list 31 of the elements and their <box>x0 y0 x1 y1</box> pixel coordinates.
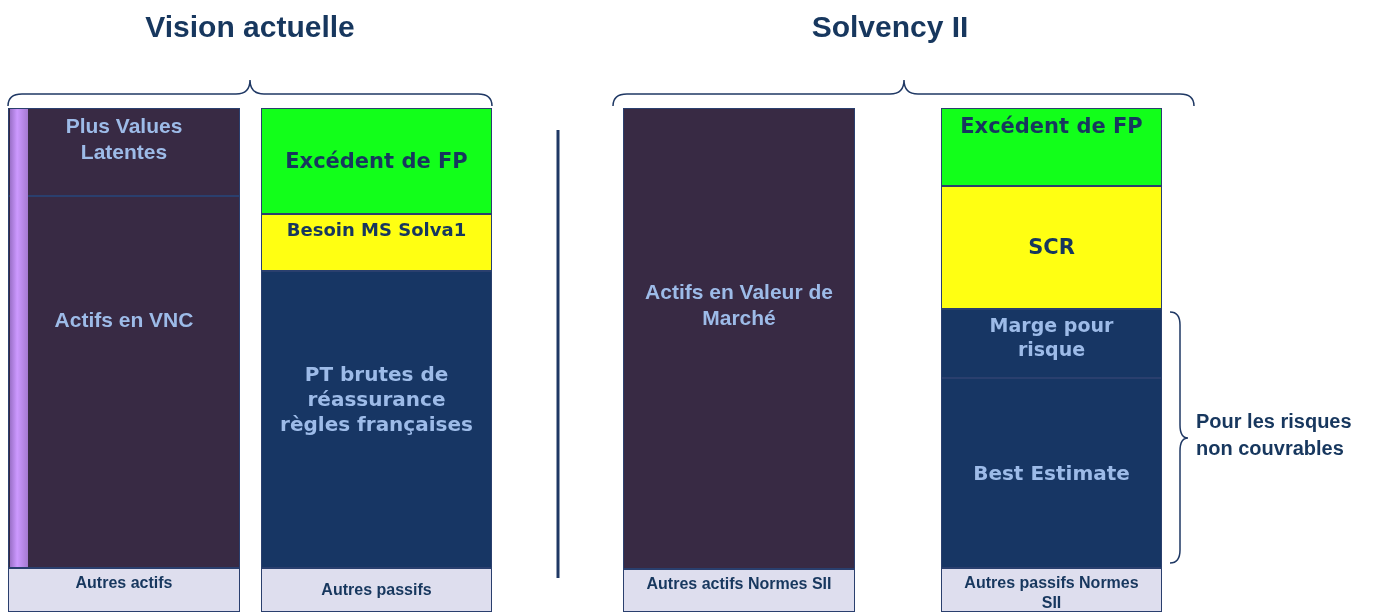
balance-segment <box>261 568 492 612</box>
segment-label: Besoin MS Solva1 <box>286 219 467 242</box>
segment-label: PT brutes de réassurance règles françaises <box>279 362 474 437</box>
segment-label: SCR <box>1028 234 1075 261</box>
balance-segment <box>623 569 855 612</box>
balance-segment <box>261 214 492 271</box>
segment-label: Actifs en Valeur de Marché <box>644 279 834 332</box>
balance-segment <box>941 568 1162 612</box>
section-heading: Solvency II <box>811 10 969 44</box>
segment-label: Plus Values Latentes <box>64 113 184 166</box>
segment-label: Marge pour risque <box>988 314 1115 362</box>
balance-segment <box>261 271 492 568</box>
balance-segment <box>261 108 492 214</box>
balance-segment <box>941 108 1162 186</box>
segment-label: Excédent de FP <box>960 113 1143 140</box>
balance-segment <box>623 108 855 569</box>
segment-label: Autres passifs <box>321 580 432 600</box>
segment-label: Autres passifs Normes SII <box>963 573 1140 612</box>
balance-segment <box>8 196 240 568</box>
balance-segment <box>941 378 1162 568</box>
balance-segment <box>941 309 1162 378</box>
balance-segment <box>8 568 240 612</box>
balance-segment <box>8 108 240 196</box>
balance-segment <box>941 186 1162 309</box>
segment-label: Autres actifs <box>75 573 173 593</box>
segment-label: Actifs en VNC <box>54 307 194 333</box>
bracket-note: Pour les risques non couvrables <box>1196 409 1353 461</box>
segment-label: Excédent de FP <box>285 147 468 175</box>
segment-label: Autres actifs Normes SII <box>646 574 832 594</box>
section-heading: Vision actuelle <box>145 10 355 44</box>
segment-label: Best Estimate <box>973 460 1130 486</box>
